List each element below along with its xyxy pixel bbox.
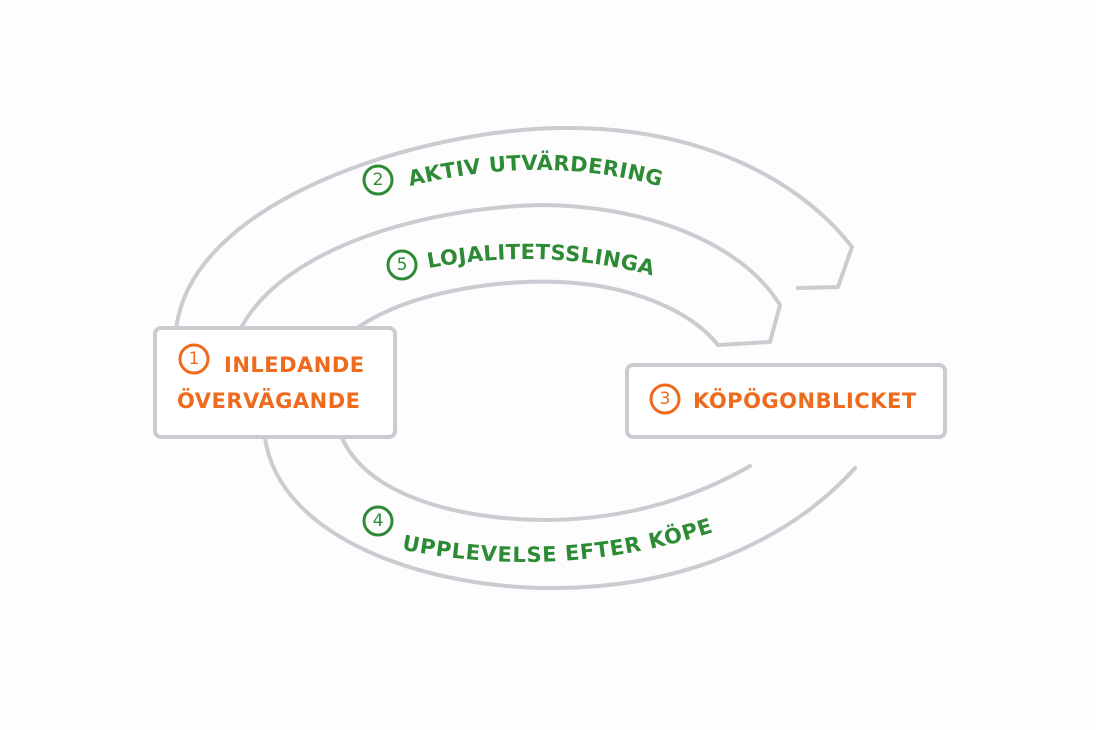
arc-evaluation-label: AKTIV UTVÄRDERING [406,150,666,191]
arc-loyalty-label: LOJALITETSSLINGA [425,240,658,281]
arc-loyalty-label-text: LOJALITETSSLINGA [425,240,657,281]
stage-initial-label-line2: ÖVERVÄGANDE [177,388,360,413]
post-purchase-loop-outer [263,436,857,591]
evaluation-loop-outer [174,125,854,332]
arc-evaluation-label-text: AKTIV UTVÄRDERING [406,150,665,191]
evaluation-loop-arrowhead [796,245,854,290]
stage-purchase-badge: 3 [649,383,681,415]
stage-initial-number: 1 [189,349,200,369]
arc-post-purchase-number: 4 [373,511,384,531]
arc-evaluation-number: 2 [373,170,384,190]
evaluation-loop-inner [238,203,782,332]
loyalty-loop-outer [716,303,782,347]
arc-post-purchase-label-text: UPPLEVELSE EFTER KÖPET [0,0,715,567]
stage-initial-badge: 1 [178,343,210,375]
post-purchase-loop-inner [340,436,752,522]
stage-purchase-box [625,363,947,439]
stage-initial-box [153,326,397,439]
arc-loyalty-badge: 5 [386,249,418,281]
arc-evaluation-badge: 2 [362,164,394,196]
arc-post-purchase-label: UPPLEVELSE EFTER KÖPET [0,0,715,567]
stage-purchase-label: KÖPÖGONBLICKET [693,388,917,413]
stage-initial-label-line1: INLEDANDE [224,353,365,377]
arc-post-purchase-badge: 4 [362,505,394,537]
loyalty-loop-inner [355,279,720,347]
arc-loyalty-number: 5 [397,255,408,275]
stage-purchase-number: 3 [660,389,671,409]
